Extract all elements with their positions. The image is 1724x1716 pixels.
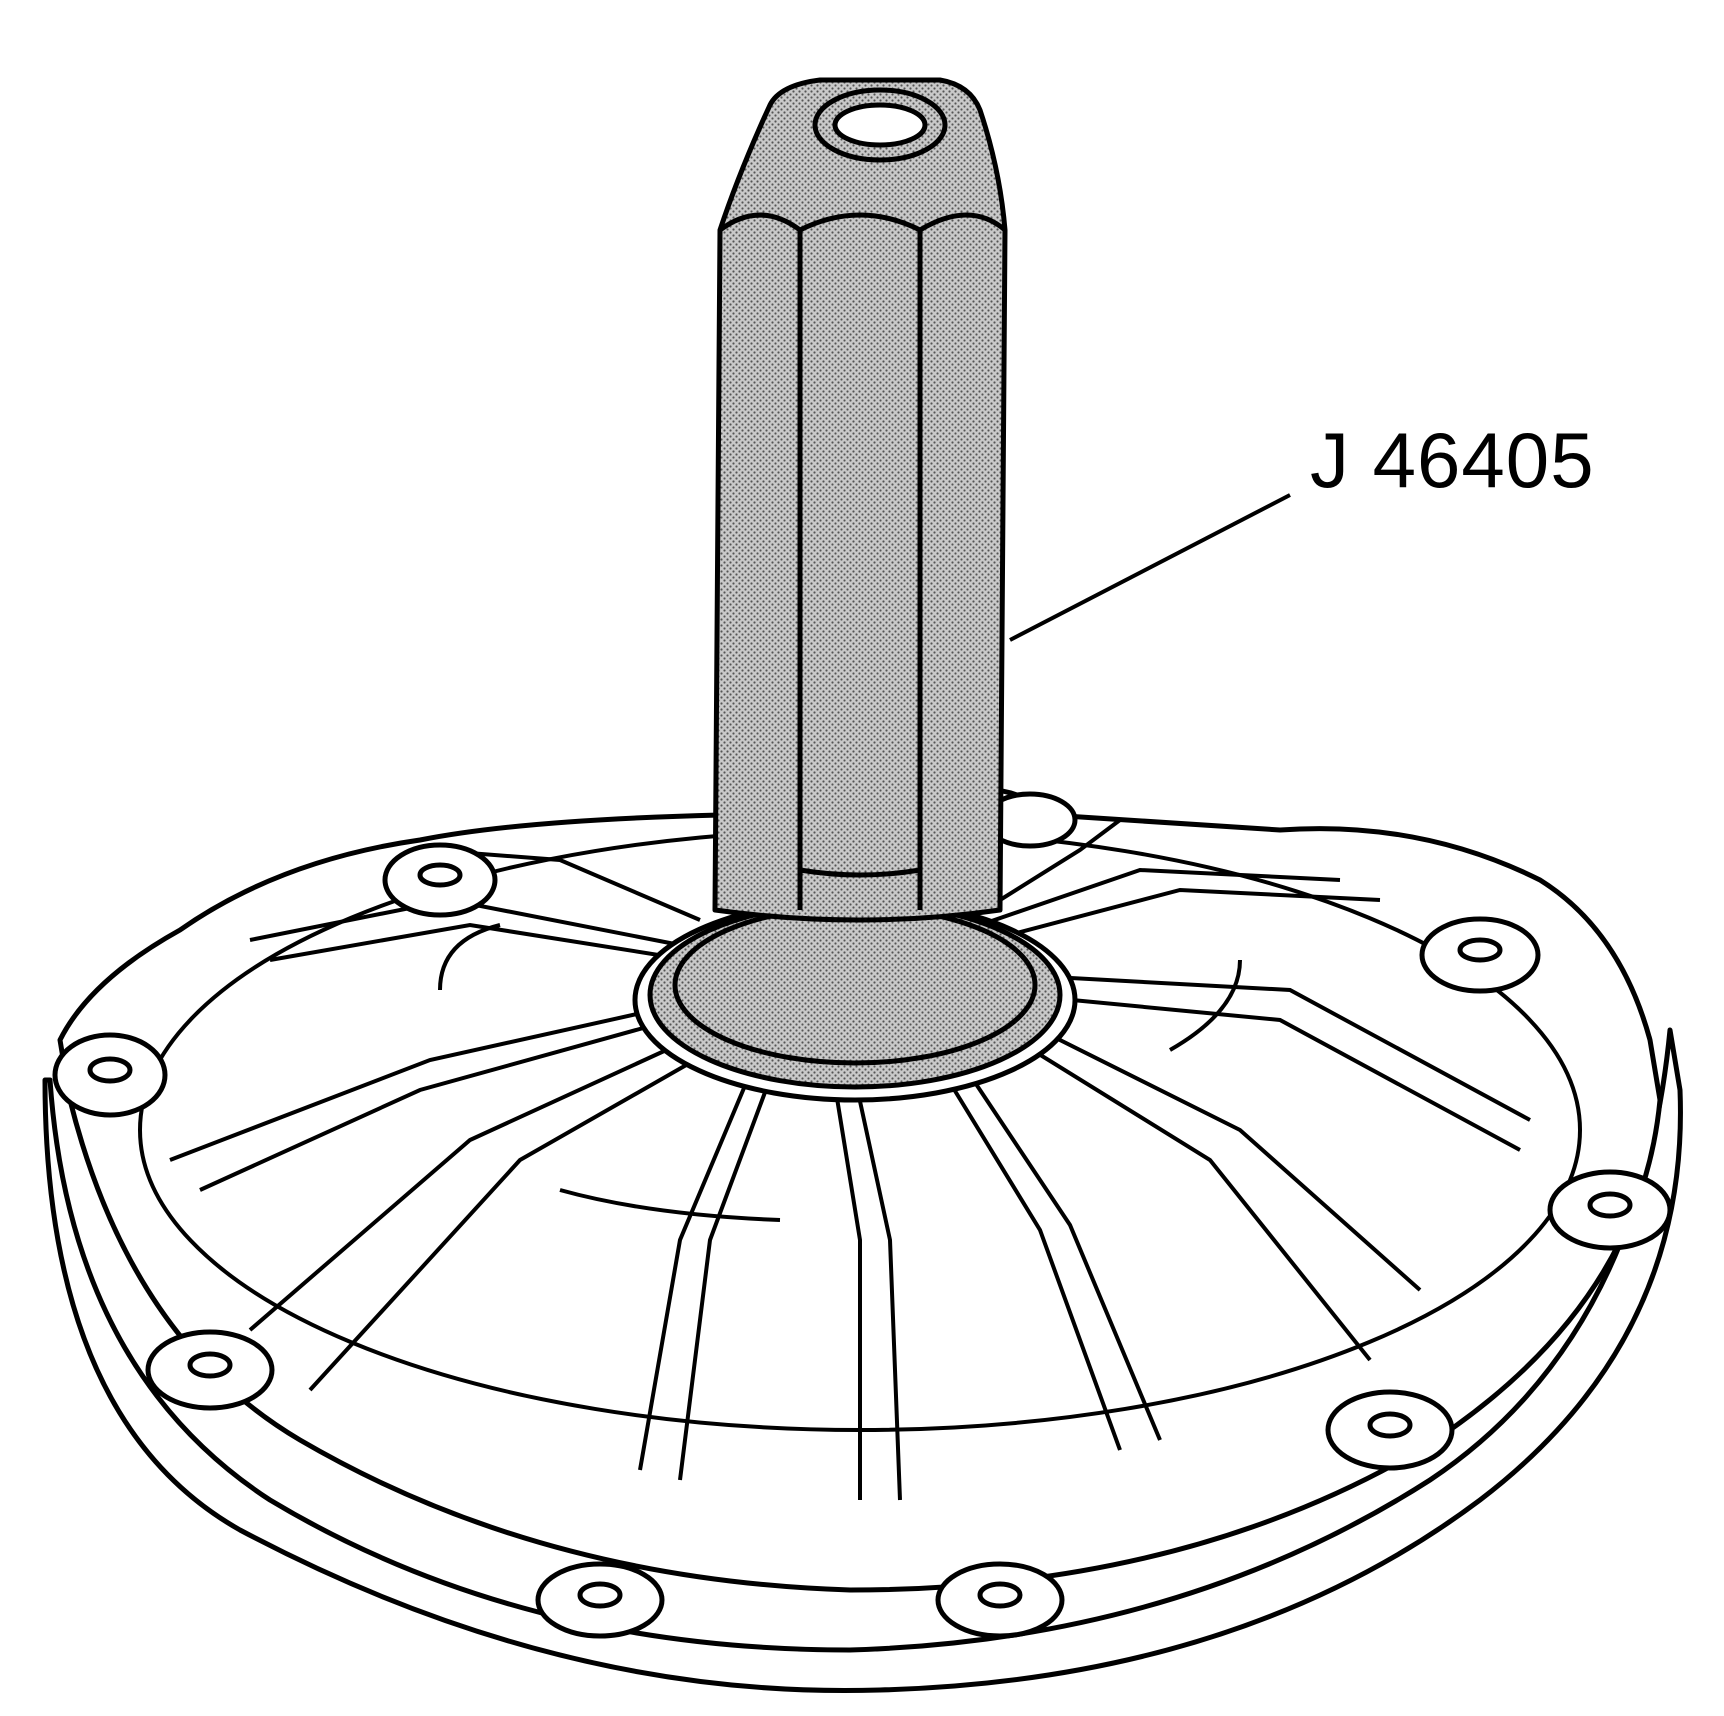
bolt-hole-1 [382,842,498,918]
callout-leader [1009,493,1291,642]
hub [632,897,1078,1103]
bolt-hole-6 [1325,1389,1455,1471]
bolt-hole-3 [145,1329,275,1411]
bolt-hole-8 [1419,916,1541,994]
housing-rim-edge [42,1027,1683,1694]
housing-ribs [169,818,1531,1501]
bolt-hole-4 [535,1561,665,1639]
bolt-hole-2 [52,1032,168,1118]
bolt-hole-5 [935,1561,1065,1639]
tool-callout-label: J 46405 [1310,416,1595,504]
bolt-hole-7 [1547,1169,1673,1251]
bolt-bosses [52,791,1673,1639]
tool-shaft [712,77,1008,923]
